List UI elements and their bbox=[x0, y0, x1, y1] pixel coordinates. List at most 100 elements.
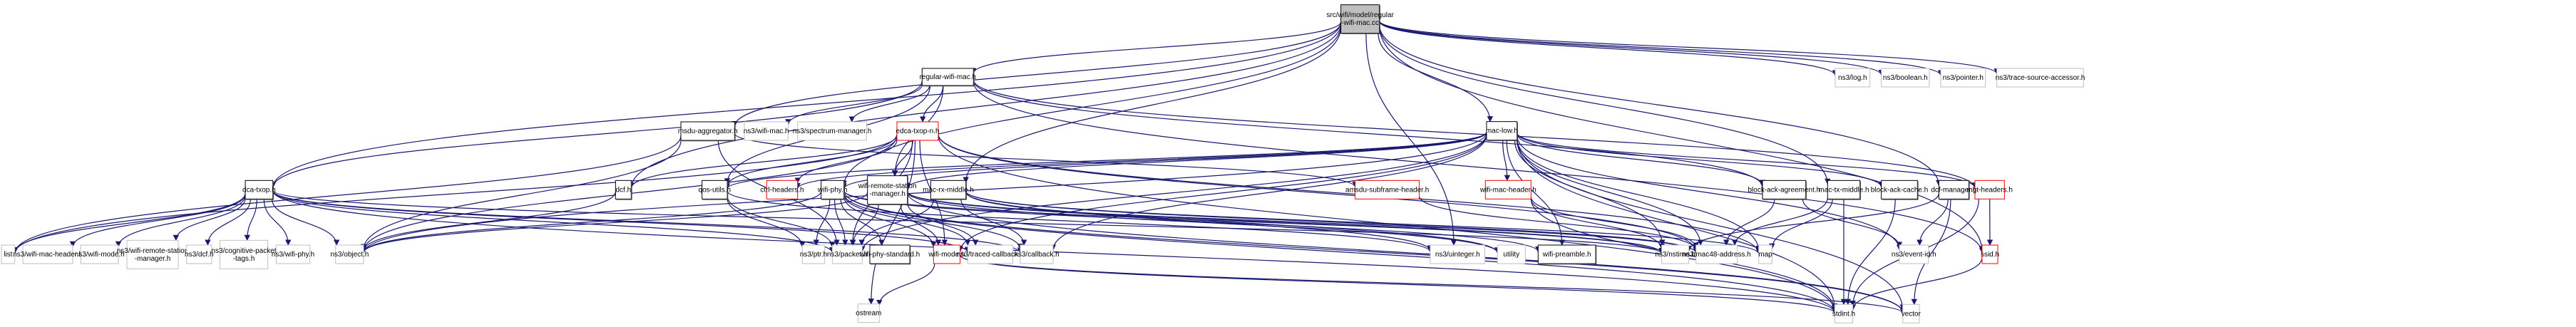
node-shadow bbox=[871, 246, 911, 265]
edge-wifi-remote-station-manager-h-to-ns3-packet-h bbox=[850, 204, 879, 246]
node-dcf-manager-h[interactable]: dcf-manager.h bbox=[1931, 180, 1976, 200]
edge-mac-rx-middle-h-to-ns3-uinteger-h bbox=[965, 192, 1434, 251]
edge-wifi-remote-station-manager-h-to-vector bbox=[907, 192, 1906, 313]
node-dcf-h[interactable]: dcf.h bbox=[615, 180, 632, 200]
node-box bbox=[1827, 180, 1861, 199]
node-box bbox=[1758, 244, 1772, 264]
node-box bbox=[275, 244, 311, 264]
node-label: ns3/packet.h bbox=[827, 251, 868, 259]
node-map: map bbox=[1758, 244, 1772, 264]
edge-root-to-ns3-trace-source-accessor-h bbox=[1379, 20, 2000, 75]
edge-qos-utils-h-to-ns3-packet-h bbox=[727, 195, 836, 248]
node-box bbox=[1834, 68, 1871, 88]
node-label: list bbox=[4, 251, 12, 259]
node-box bbox=[1881, 68, 1930, 88]
node-wifi-mac-header-h[interactable]: wifi-mac-header.h bbox=[1479, 180, 1536, 199]
node-ssid-h[interactable]: ssid.h bbox=[1981, 244, 1999, 264]
node-mgt-headers-h[interactable]: mgt-headers.h bbox=[1966, 180, 2013, 199]
node-block-ack-agreement-h[interactable]: block-ack-agreement.h bbox=[1748, 180, 1820, 200]
node-box bbox=[967, 244, 1014, 264]
node-ns3-nstime-h: ns3/nstime.h bbox=[1655, 244, 1695, 264]
node-label: wifi-phy.h bbox=[817, 186, 848, 194]
node-mac-low-h[interactable]: mac-low.h bbox=[1486, 121, 1518, 141]
node-label: mgt-headers.h bbox=[1966, 186, 2012, 194]
node-label: stdint.h bbox=[1832, 310, 1855, 318]
edge-mac-low-h-to-vector bbox=[1517, 137, 1906, 311]
edge-mac-low-h-to-ns3-callback-h bbox=[1050, 135, 1487, 251]
node-box bbox=[335, 244, 364, 264]
node-block-ack-cache-h[interactable]: block-ack-cache.h bbox=[1871, 180, 1929, 200]
edge-mac-low-h-to-mgt-headers-h bbox=[1517, 132, 1979, 189]
node-label: ns3/ptr.h bbox=[800, 251, 827, 259]
edge-mac-rx-middle-h-to-ns3-callback-h bbox=[960, 199, 1027, 246]
node-ctrl-headers-h[interactable]: ctrl-headers.h bbox=[760, 180, 804, 199]
edge-root-to-ns3-log-h bbox=[1379, 21, 1839, 76]
node-wifi-phy-h[interactable]: wifi-phy.h bbox=[817, 180, 848, 200]
node-label: ns3/wifi-mode.h bbox=[75, 251, 125, 259]
node-label: src/wifi/model/regular-wifi-mac.cc bbox=[1326, 11, 1394, 27]
node-root[interactable]: src/wifi/model/regular-wifi-mac.cc bbox=[1326, 4, 1395, 34]
node-ns3-spectrum-manager-h: ns3/spectrum-manager.h bbox=[793, 121, 871, 141]
edge-dcf-h-to-ns3-object-h bbox=[360, 191, 616, 252]
edge-root-to-dca-txop-h bbox=[270, 21, 1342, 189]
node-label: ns3/callback.h bbox=[1014, 251, 1059, 259]
node-label: mac-low.h bbox=[1486, 127, 1518, 135]
node-shadow bbox=[1487, 122, 1518, 141]
node-label: wifi-mac-header.h bbox=[1479, 186, 1536, 194]
node-edca-txop-n-h[interactable]: edca-txop-n.h bbox=[896, 121, 940, 141]
edge-mac-low-h-to-stdint-h bbox=[1517, 139, 1838, 310]
node-label: vector bbox=[1902, 310, 1921, 318]
node-label: msdu-aggregator.h bbox=[678, 128, 738, 135]
node-box bbox=[1430, 244, 1486, 264]
node-shadow bbox=[821, 181, 845, 200]
edge-qos-utils-h-to-ns3-ptr-h bbox=[727, 197, 806, 248]
edge-dca-txop-h-to-list bbox=[11, 193, 246, 254]
edge-block-ack-agreement-h-to-ns3-event-id-h bbox=[1802, 199, 1903, 248]
node-box bbox=[1340, 4, 1380, 34]
edge-wifi-remote-station-manager-h-to-ns3-traced-callback-h bbox=[907, 202, 979, 246]
edge-edca-txop-n-h-to-qos-utils-h bbox=[724, 137, 898, 187]
node-mac-tx-middle-h[interactable]: mac-tx-middle.h bbox=[1818, 180, 1869, 200]
edge-mac-tx-middle-h-to-ns3-mac48-address-h bbox=[1732, 197, 1828, 246]
node-label: qos-utils.h bbox=[699, 186, 732, 194]
node-amsdu-subframe-header-h[interactable]: amsdu-subframe-header.h bbox=[1345, 180, 1429, 199]
node-box bbox=[245, 180, 274, 199]
node-label: mac-rx-middle.h bbox=[923, 186, 974, 194]
node-wifi-preamble-h[interactable]: wifi-preamble.h bbox=[1537, 244, 1597, 265]
node-msdu-aggregator-h[interactable]: msdu-aggregator.h bbox=[678, 121, 738, 142]
edge-wifi-phy-h-to-ns3-callback-h bbox=[843, 193, 1024, 250]
edge-dca-txop-h-to-ns3-traced-callback-h bbox=[272, 190, 971, 254]
edge-qos-utils-h-to-ns3-uinteger-h bbox=[727, 190, 1434, 253]
node-ns3-callback-h: ns3/callback.h bbox=[1014, 244, 1059, 264]
node-qos-utils-h[interactable]: qos-utils.h bbox=[699, 180, 732, 200]
node-label: ns3/log.h bbox=[1838, 74, 1867, 82]
node-box bbox=[1695, 244, 1738, 264]
node-mac-rx-middle-h[interactable]: mac-rx-middle.h bbox=[923, 180, 974, 200]
node-label: ns3/traced-callback.h bbox=[957, 251, 1025, 259]
node-ns3-traced-callback-h: ns3/traced-callback.h bbox=[957, 244, 1025, 264]
node-shadow bbox=[868, 176, 908, 205]
node-regular-wifi-mac-h[interactable]: regular-wifi-mac.h bbox=[920, 68, 976, 87]
node-wifi-phy-standard-h[interactable]: wifi-phy-standard.h bbox=[859, 244, 920, 265]
node-ostream: ostream bbox=[856, 303, 881, 323]
node-shadow bbox=[1828, 181, 1861, 200]
node-box bbox=[1, 244, 16, 264]
node-wifi-mode-h[interactable]: wifi-mode.h bbox=[928, 244, 965, 264]
node-ns3-wifi-mac-h: ns3/wifi-mac.h bbox=[744, 121, 789, 141]
node-box bbox=[80, 244, 119, 264]
node-wifi-remote-station-manager-h[interactable]: wifi-remote-station-manager.h bbox=[858, 175, 917, 205]
node-ns3-event-id-h: ns3/event-id.h bbox=[1892, 244, 1936, 264]
node-label: ns3/wifi-mac.h bbox=[744, 128, 789, 135]
node-label: ns3/event-id.h bbox=[1892, 251, 1936, 259]
edge-dca-txop-h-to-ns3-object-h bbox=[271, 199, 340, 246]
edge-root-to-regular-wifi-mac-h bbox=[970, 21, 1342, 74]
node-box bbox=[766, 180, 799, 199]
node-ns3-wifi-phy-h: ns3/wifi-phy.h bbox=[272, 244, 314, 264]
node-label: ns3/trace-source-accessor.h bbox=[1996, 74, 2085, 82]
node-shadow bbox=[1939, 181, 1970, 200]
node-dca-txop-h[interactable]: dca-txop.h bbox=[242, 180, 276, 200]
edge-wifi-mac-header-h-to-ns3-mac48-address-h bbox=[1530, 197, 1699, 249]
edge-mac-low-h-to-block-ack-agreement-h bbox=[1517, 133, 1766, 186]
node-shadow bbox=[246, 181, 274, 200]
edge-root-to-msdu-aggregator-h bbox=[732, 22, 1342, 128]
